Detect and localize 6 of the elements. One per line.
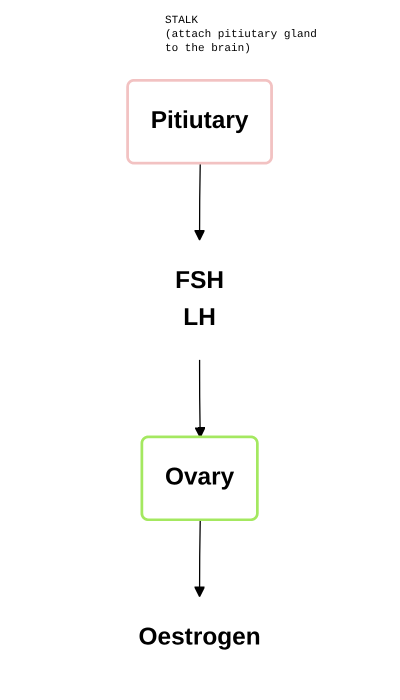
- note-text: STALK: [165, 14, 200, 28]
- node-text: FSH LH: [176, 267, 224, 331]
- arrow: [194, 520, 206, 598]
- note-text: (attach pitiutary gland to the brain): [165, 28, 318, 56]
- arrow: [194, 164, 206, 241]
- node-text: Oestrogen: [138, 624, 262, 651]
